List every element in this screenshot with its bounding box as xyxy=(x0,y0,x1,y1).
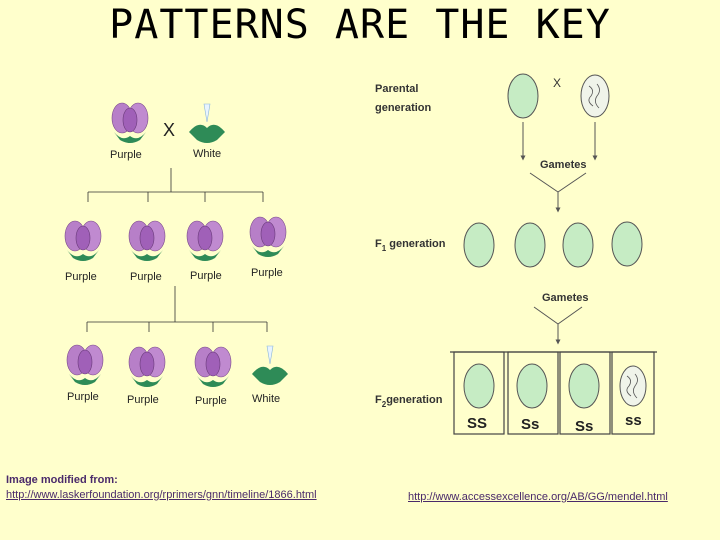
slide-title: PATTERNS ARE THE KEY xyxy=(109,2,611,48)
f2-pea-ss-2 xyxy=(516,363,548,409)
pea-cross-diagram: Parental generation X Gametes F1 generat… xyxy=(375,73,657,435)
f2-flower-3 xyxy=(194,346,232,388)
gamete-arrows-top xyxy=(520,122,598,161)
f1-flower-2 xyxy=(128,220,166,262)
f2-label-3: Purple xyxy=(195,395,227,407)
parent-purple-flower xyxy=(111,102,149,144)
parent-wrinkled-pea xyxy=(580,74,610,118)
gametes-label-2: Gametes xyxy=(542,292,588,304)
parent-smooth-pea xyxy=(507,73,539,119)
f2-label-1: Purple xyxy=(67,391,99,403)
gametes-label-1: Gametes xyxy=(540,159,586,171)
genotype-2: Ss xyxy=(521,416,539,433)
f2-flower-1 xyxy=(66,344,104,386)
cross-symbol: X xyxy=(163,120,175,140)
parental-label-line1: Parental xyxy=(375,83,418,95)
parent-cross-symbol: X xyxy=(553,76,561,90)
image-source-caption: Image modified from: xyxy=(6,474,118,486)
f1-pea-2 xyxy=(514,222,546,268)
flower-cross-diagram: X Purple White Purple Purple Purple Purp… xyxy=(64,102,289,407)
f1-pea-3 xyxy=(562,222,594,268)
f2-connector-lines xyxy=(86,286,268,332)
parent-label-purple: Purple xyxy=(110,149,142,161)
gamete-merge-1 xyxy=(529,172,587,213)
f2-label-4: White xyxy=(252,393,280,405)
source-link-accessexcellence[interactable]: http://www.accessexcellence.org/AB/GG/me… xyxy=(408,491,668,503)
genotype-1: SS xyxy=(467,415,487,432)
f1-pea-4 xyxy=(611,221,643,267)
f1-label-1: Purple xyxy=(65,271,97,283)
f1-flower-3 xyxy=(186,220,224,262)
parent-white-flower xyxy=(188,103,226,144)
f1-label-3: Purple xyxy=(190,270,222,282)
f1-connector-lines xyxy=(87,168,264,202)
f1-pea-1 xyxy=(463,222,495,268)
f1-generation-label: F1 generation xyxy=(375,238,446,253)
f2-generation-label: F2generation xyxy=(375,394,443,409)
genotype-3: Ss xyxy=(575,418,593,435)
source-link-lasker[interactable]: http://www.laskerfoundation.org/rprimers… xyxy=(6,489,317,501)
f2-flower-4-white xyxy=(251,345,289,386)
f2-wrinkled-pea xyxy=(619,365,647,407)
f2-pea-ss-1 xyxy=(463,363,495,409)
f2-punnett-row xyxy=(450,351,657,435)
f1-flower-4 xyxy=(249,216,287,258)
genotype-4: ss xyxy=(625,412,642,429)
f2-pea-ss-3 xyxy=(568,363,600,409)
f1-flower-1 xyxy=(64,220,102,262)
f2-label-2: Purple xyxy=(127,394,159,406)
f1-label-4: Purple xyxy=(251,267,283,279)
gamete-merge-2 xyxy=(533,306,583,345)
f2-flower-2 xyxy=(128,346,166,388)
parent-label-white: White xyxy=(193,148,221,160)
f1-label-2: Purple xyxy=(130,271,162,283)
parental-label-line2: generation xyxy=(375,102,432,114)
